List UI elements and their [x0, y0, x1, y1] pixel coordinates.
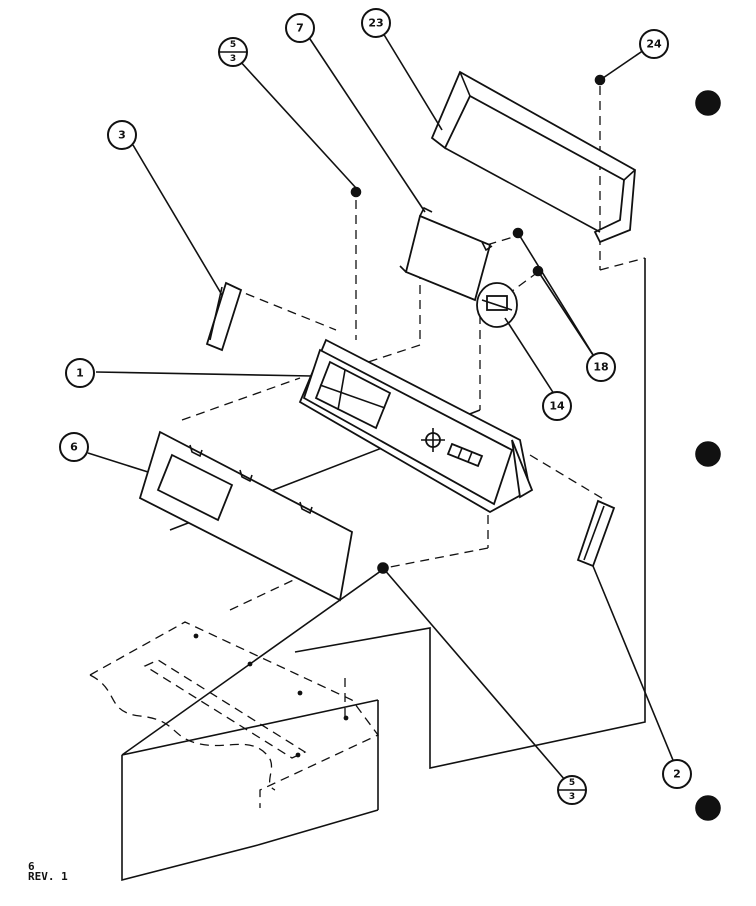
page-footer: 6 REV. 1	[28, 860, 68, 883]
callout-14: 14	[542, 391, 572, 421]
callout-24: 24	[639, 29, 669, 59]
fraction-top-denominator: 3	[230, 54, 236, 64]
callout-7-label: 7	[296, 22, 304, 35]
fraction-bottom-denominator: 3	[569, 792, 575, 802]
punch-hole-top	[695, 90, 721, 116]
callout-24-label: 24	[646, 38, 662, 51]
control-console-part-1	[298, 338, 534, 514]
callout-2-label: 2	[673, 768, 681, 781]
page-number: 6	[28, 860, 35, 873]
top-trim-rail-part-23	[430, 70, 636, 244]
callout-3: 3	[107, 120, 137, 150]
left-end-cap-part-3	[205, 281, 243, 352]
fraction-top-numerator: 5	[230, 40, 236, 50]
punch-hole-middle	[695, 441, 721, 467]
callout-7: 7	[285, 13, 315, 43]
bracket-part-7	[399, 206, 493, 302]
callout-23: 23	[361, 8, 391, 38]
callout-14-label: 14	[549, 400, 565, 413]
revision-label: REV. 1	[28, 870, 68, 883]
fraction-bottom-numerator: 5	[569, 778, 575, 788]
fraction-callout-bottom: 5 3	[557, 775, 587, 805]
callout-18-label: 18	[593, 361, 608, 374]
punch-hole-bottom	[695, 795, 721, 821]
overlay-panel-part-6	[138, 430, 354, 602]
timer-knob-part-14	[476, 282, 518, 328]
leader-lines	[87, 32, 676, 781]
callout-23-label: 23	[368, 17, 383, 30]
callout-1-label: 1	[76, 367, 84, 380]
fraction-callout-top: 5 3	[218, 37, 248, 67]
callout-3-label: 3	[118, 129, 126, 142]
right-end-cap-part-2	[576, 499, 616, 568]
callout-2: 2	[662, 759, 692, 789]
callout-6-label: 6	[70, 441, 78, 454]
callout-1: 1	[65, 358, 95, 388]
callout-6: 6	[59, 432, 89, 462]
cabinet-base-dashed	[89, 621, 379, 808]
callout-18: 18	[586, 352, 616, 382]
